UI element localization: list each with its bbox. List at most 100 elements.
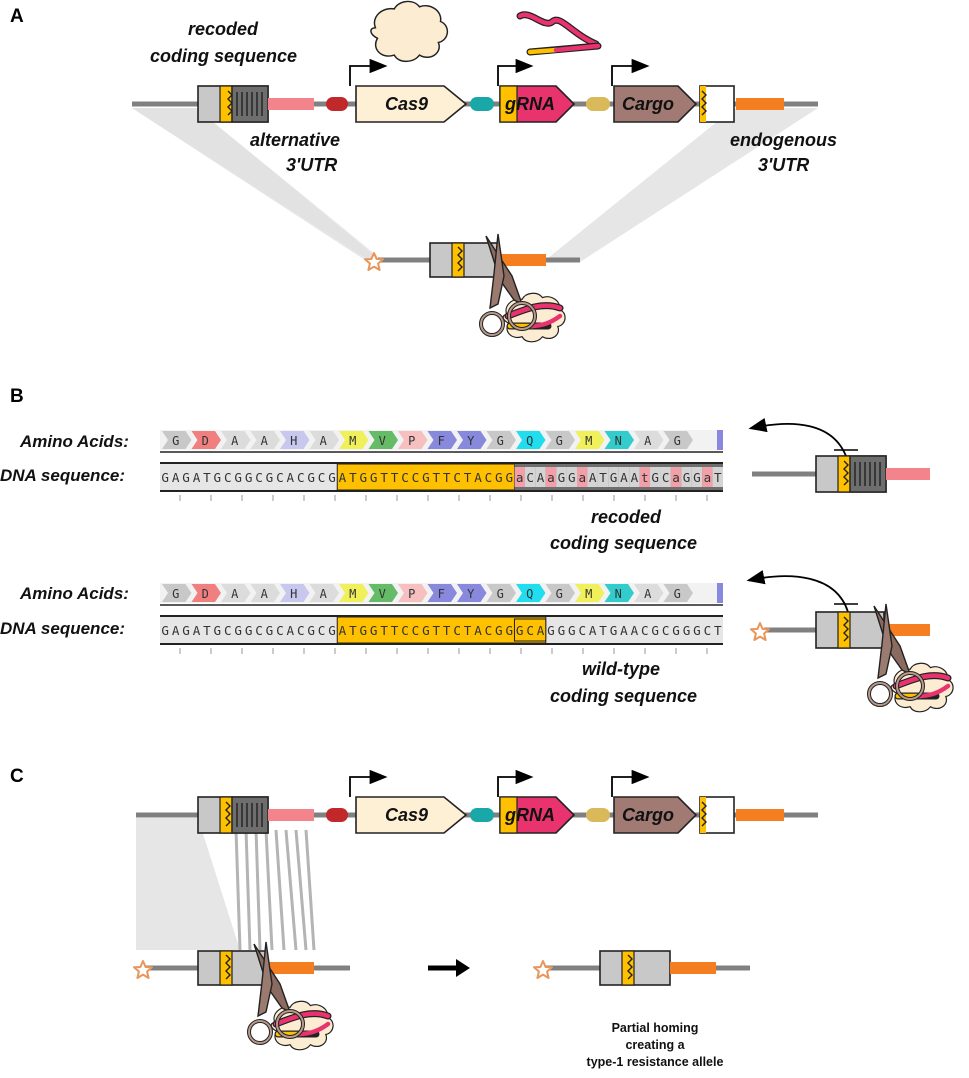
aa-chevron	[398, 431, 428, 449]
dna-base: G	[683, 623, 691, 638]
aa-letter: Q	[526, 434, 533, 448]
dna-base: G	[505, 470, 513, 485]
aa-letter: A	[644, 587, 652, 601]
aa-letter: Y	[467, 434, 475, 448]
dna-base: T	[349, 470, 357, 485]
aa-letter: Q	[526, 587, 533, 601]
aa-chevron	[604, 584, 634, 602]
aa-chevron	[250, 584, 280, 602]
dna-base: G	[516, 623, 524, 638]
label-partial-homing: Partial homing creating a type-1 resista…	[587, 1021, 724, 1069]
construct-b1-utr	[886, 468, 930, 480]
dna-base: T	[349, 623, 357, 638]
dna-base: G	[370, 623, 378, 638]
svg-text:recoded: recoded	[591, 507, 662, 527]
result-c-exon	[599, 950, 671, 986]
aa-letter: P	[408, 587, 415, 601]
dna-base: T	[714, 623, 722, 638]
dna-base: A	[474, 470, 482, 485]
construct-b2-exon	[815, 611, 885, 649]
dna-base: a	[547, 470, 555, 485]
svg-text:Partial homing: Partial homing	[612, 1021, 699, 1035]
recoded-base-bg	[597, 467, 609, 487]
dna-base: T	[599, 623, 607, 638]
aa-chevron	[280, 431, 310, 449]
aa-letter: A	[320, 434, 328, 448]
aa-letter: A	[320, 587, 328, 601]
recoded-base-bg	[639, 467, 651, 487]
dna-base: G	[245, 470, 253, 485]
dna-base: C	[526, 623, 534, 638]
endo-utr-block	[736, 98, 784, 110]
svg-text:coding sequence: coding sequence	[550, 533, 697, 553]
construct-c-teal-linker	[470, 808, 494, 822]
dna-base: G	[161, 623, 169, 638]
target-a-exon	[429, 242, 499, 278]
dna-base: T	[203, 623, 211, 638]
svg-text:3'UTR: 3'UTR	[286, 155, 337, 175]
dna-base: a	[704, 470, 712, 485]
aa-chevron	[309, 431, 339, 449]
construct-c-recoded-exon	[197, 796, 269, 834]
dna-base: C	[224, 470, 232, 485]
dna-base: a	[578, 470, 586, 485]
dna-base: T	[464, 470, 472, 485]
aa-chevron	[339, 584, 369, 602]
row-label-dna-2: DNA sequence:	[0, 619, 125, 638]
grna-gene	[499, 85, 576, 123]
dna-base: t	[641, 470, 649, 485]
aa-letter: A	[261, 434, 269, 448]
dna-base: T	[443, 623, 451, 638]
row-label-aa-2: Amino Acids:	[19, 584, 129, 603]
aa-chevron	[516, 584, 546, 602]
dna-base: G	[547, 623, 555, 638]
dna-base: G	[558, 623, 566, 638]
aa-letter: M	[349, 587, 356, 601]
aa-letter: M	[585, 587, 592, 601]
aa-letter: G	[674, 434, 681, 448]
panel-label-b: B	[10, 386, 24, 407]
recoded-base-bg	[650, 467, 661, 487]
aa-chevron	[221, 584, 251, 602]
dna-base: G	[610, 470, 618, 485]
aa-chevron	[309, 584, 339, 602]
recoded-base-bg	[618, 467, 630, 487]
aa-chevron	[162, 431, 192, 449]
pam-highlight	[513, 618, 547, 642]
recoded-base-bg	[524, 467, 536, 487]
svg-text:creating a: creating a	[625, 1038, 685, 1052]
dna-base: G	[610, 623, 618, 638]
construct-b1-exon	[815, 455, 887, 493]
aa-letter: M	[585, 434, 592, 448]
dna-base: C	[318, 623, 326, 638]
aa-chevron	[427, 584, 457, 602]
dna-base: T	[464, 623, 472, 638]
aa-letter: V	[379, 587, 386, 601]
construct-c-grna	[499, 796, 576, 834]
svg-text:3'UTR: 3'UTR	[758, 155, 809, 175]
aa-letter: Y	[467, 587, 475, 601]
dna-base: C	[662, 623, 670, 638]
dna-base: A	[287, 623, 295, 638]
dna-base: T	[599, 470, 607, 485]
row-label-aa-1: Amino Acids:	[19, 432, 129, 451]
aa-chevron	[457, 584, 487, 602]
cas9-gene-label: Cas9	[385, 94, 428, 114]
dna-base: A	[193, 623, 201, 638]
dna-base: C	[318, 470, 326, 485]
dna-base: T	[391, 623, 399, 638]
aa-letter: V	[379, 434, 386, 448]
svg-text:coding sequence: coding sequence	[150, 46, 297, 66]
dna-base: A	[589, 623, 597, 638]
dna-base: G	[505, 623, 513, 638]
target-a-utr	[498, 254, 546, 266]
aa-letter: H	[290, 434, 297, 448]
recoded-base-bg	[587, 467, 598, 487]
dna-base: C	[641, 623, 649, 638]
dna-base: A	[631, 470, 639, 485]
label-recoded-mid: recoded coding sequence	[550, 507, 697, 553]
dna-base: G	[266, 470, 274, 485]
recoded-base-bg	[691, 467, 703, 487]
label-recoded-top: recoded coding sequence	[150, 19, 297, 66]
